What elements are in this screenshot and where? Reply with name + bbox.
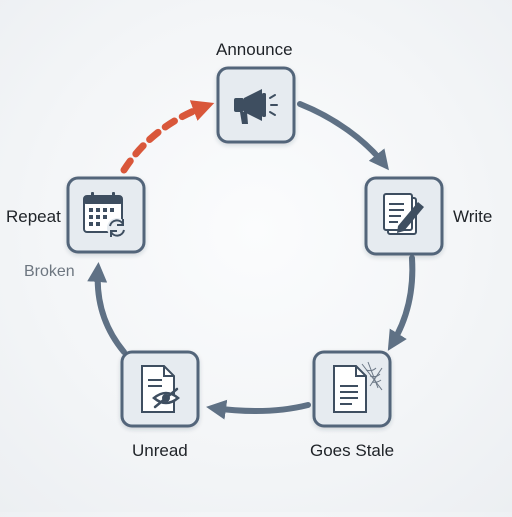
arrow-unread-to-repeat [87, 262, 127, 355]
label-write: Write [453, 207, 493, 226]
document-cobweb-icon [333, 361, 383, 413]
arrow-repeat-to-announce-broken [120, 100, 215, 174]
label-repeat: Repeat [6, 207, 61, 226]
arrow-write-to-stale [387, 255, 416, 351]
node-unread [120, 350, 200, 428]
label-unread: Unread [132, 441, 188, 460]
document-eye-slash-icon [141, 365, 180, 413]
node-repeat [66, 176, 146, 254]
label-goes-stale: Goes Stale [310, 441, 395, 460]
document-pencil-icon [383, 193, 424, 235]
arrow-stale-to-unread [206, 399, 311, 420]
arrow-announce-to-write [297, 101, 389, 171]
label-announce: Announce [216, 40, 293, 59]
megaphone-icon [234, 89, 278, 124]
node-stale [312, 350, 392, 428]
label-broken: Broken [24, 263, 75, 280]
calendar-refresh-icon [83, 192, 127, 238]
node-write [364, 176, 444, 256]
node-announce [216, 66, 296, 144]
